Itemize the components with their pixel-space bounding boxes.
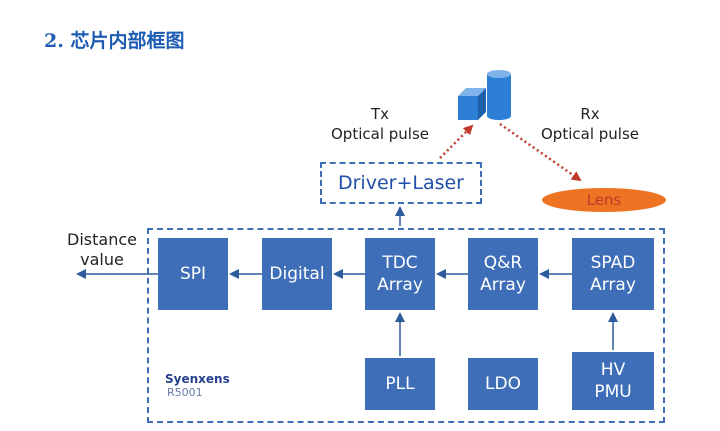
hv-label-line2: PMU xyxy=(594,382,632,402)
rx-label: Rx Optical pulse xyxy=(540,104,640,144)
tdc-label-line1: TDC xyxy=(382,253,418,273)
tx-label: Tx Optical pulse xyxy=(330,104,430,144)
rx-label-line2: Optical pulse xyxy=(541,125,639,143)
rx-pulse-arrow xyxy=(499,122,582,182)
brand-logo: Syenxens R5001 xyxy=(165,372,230,399)
cylinder-icon xyxy=(487,70,511,120)
qr-label-line2: Array xyxy=(480,275,526,295)
lens: Lens xyxy=(542,188,666,212)
pll-label: PLL xyxy=(385,374,415,394)
tdc-array-block: TDC Array xyxy=(365,238,435,310)
pll-block: PLL xyxy=(365,358,435,410)
ldo-label: LDO xyxy=(485,374,521,394)
hv-pmu-block: HV PMU xyxy=(572,352,654,410)
spi-block: SPI xyxy=(158,238,228,310)
cube-icon xyxy=(458,88,486,120)
spad-label-line1: SPAD xyxy=(590,253,636,273)
rx-label-line1: Rx xyxy=(580,105,600,123)
spad-array-block: SPAD Array xyxy=(572,238,654,310)
distance-label-line2: value xyxy=(80,250,124,269)
driver-laser-box: Driver+Laser xyxy=(320,162,482,204)
tx-label-line2: Optical pulse xyxy=(331,125,429,143)
spad-label-line2: Array xyxy=(590,275,636,295)
distance-label-line1: Distance xyxy=(67,230,137,249)
tx-pulse-arrow xyxy=(439,124,474,159)
qr-label-line1: Q&R xyxy=(483,253,523,273)
qr-array-block: Q&R Array xyxy=(468,238,538,310)
distance-value-label: Distance value xyxy=(56,230,148,270)
digital-block: Digital xyxy=(262,238,332,310)
page-title: 2. 芯片内部框图 xyxy=(44,30,185,52)
chip-boundary xyxy=(147,228,665,423)
spi-label: SPI xyxy=(179,264,207,284)
hv-label-line1: HV xyxy=(600,360,626,380)
ldo-block: LDO xyxy=(468,358,538,410)
brand-name: Syenxens xyxy=(165,372,230,386)
digital-label: Digital xyxy=(269,264,325,284)
tdc-label-line2: Array xyxy=(377,275,423,295)
brand-model: R5001 xyxy=(167,386,203,399)
tx-label-line1: Tx xyxy=(370,105,390,123)
